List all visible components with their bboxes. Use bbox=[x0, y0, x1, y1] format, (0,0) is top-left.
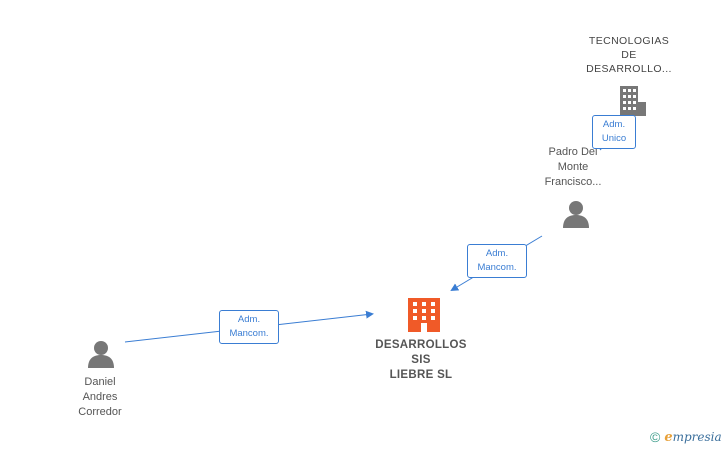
main-company-label[interactable]: DESARROLLOS SIS LIEBRE SL bbox=[366, 338, 476, 383]
person-icon[interactable] bbox=[563, 201, 589, 228]
padro-label-line-1: Padro Del bbox=[548, 146, 598, 158]
daniel-label-line-1: Daniel bbox=[84, 376, 116, 388]
edge-badge-top-to-padro[interactable]: Adm. Unico bbox=[592, 115, 636, 149]
main-company-label-line-1: DESARROLLOS bbox=[375, 339, 467, 351]
daniel-label-line-3: Corredor bbox=[78, 406, 122, 418]
daniel-label-line-2: Andres bbox=[82, 391, 118, 403]
building-icon[interactable] bbox=[620, 86, 646, 116]
top-company-label-line-3: DESARROLLO... bbox=[586, 63, 672, 75]
building-icon[interactable] bbox=[408, 298, 440, 332]
edge-badge-line-2: Unico bbox=[601, 133, 627, 144]
edge-badge-line-1: Adm. bbox=[485, 248, 509, 259]
top-company-label-line-2: DE bbox=[621, 49, 637, 61]
top-company-label-line-1: TECNOLOGIAS bbox=[588, 35, 670, 47]
edge-badge-padro-to-main[interactable]: Adm. Mancom. bbox=[467, 244, 527, 278]
padro-label[interactable]: Padro Del Monte Francisco... bbox=[528, 145, 618, 190]
brand-logo-initial: e bbox=[664, 429, 673, 445]
copyright-icon: © bbox=[650, 429, 661, 445]
brand-logo: empresia bbox=[664, 430, 721, 445]
daniel-label[interactable]: Daniel Andres Corredor bbox=[60, 375, 140, 420]
edge-badge-line-2: Mancom. bbox=[477, 262, 517, 273]
edge-badge-daniel-to-main[interactable]: Adm. Mancom. bbox=[219, 310, 279, 344]
brand-logo-text: mpresia bbox=[672, 429, 722, 444]
padro-label-line-3: Francisco... bbox=[544, 176, 602, 188]
edge-badge-line-1: Adm. bbox=[237, 314, 261, 325]
footer-brand: © empresia bbox=[650, 428, 722, 446]
padro-label-line-2: Monte bbox=[557, 161, 589, 173]
person-icon[interactable] bbox=[88, 341, 114, 368]
edge-badge-line-2: Mancom. bbox=[229, 328, 269, 339]
main-company-label-line-2: SIS bbox=[411, 354, 431, 366]
edge-badge-line-1: Adm. bbox=[602, 119, 626, 130]
main-company-label-line-3: LIEBRE SL bbox=[389, 369, 453, 381]
top-company-label[interactable]: TECNOLOGIAS DE DESARROLLO... bbox=[574, 34, 684, 76]
